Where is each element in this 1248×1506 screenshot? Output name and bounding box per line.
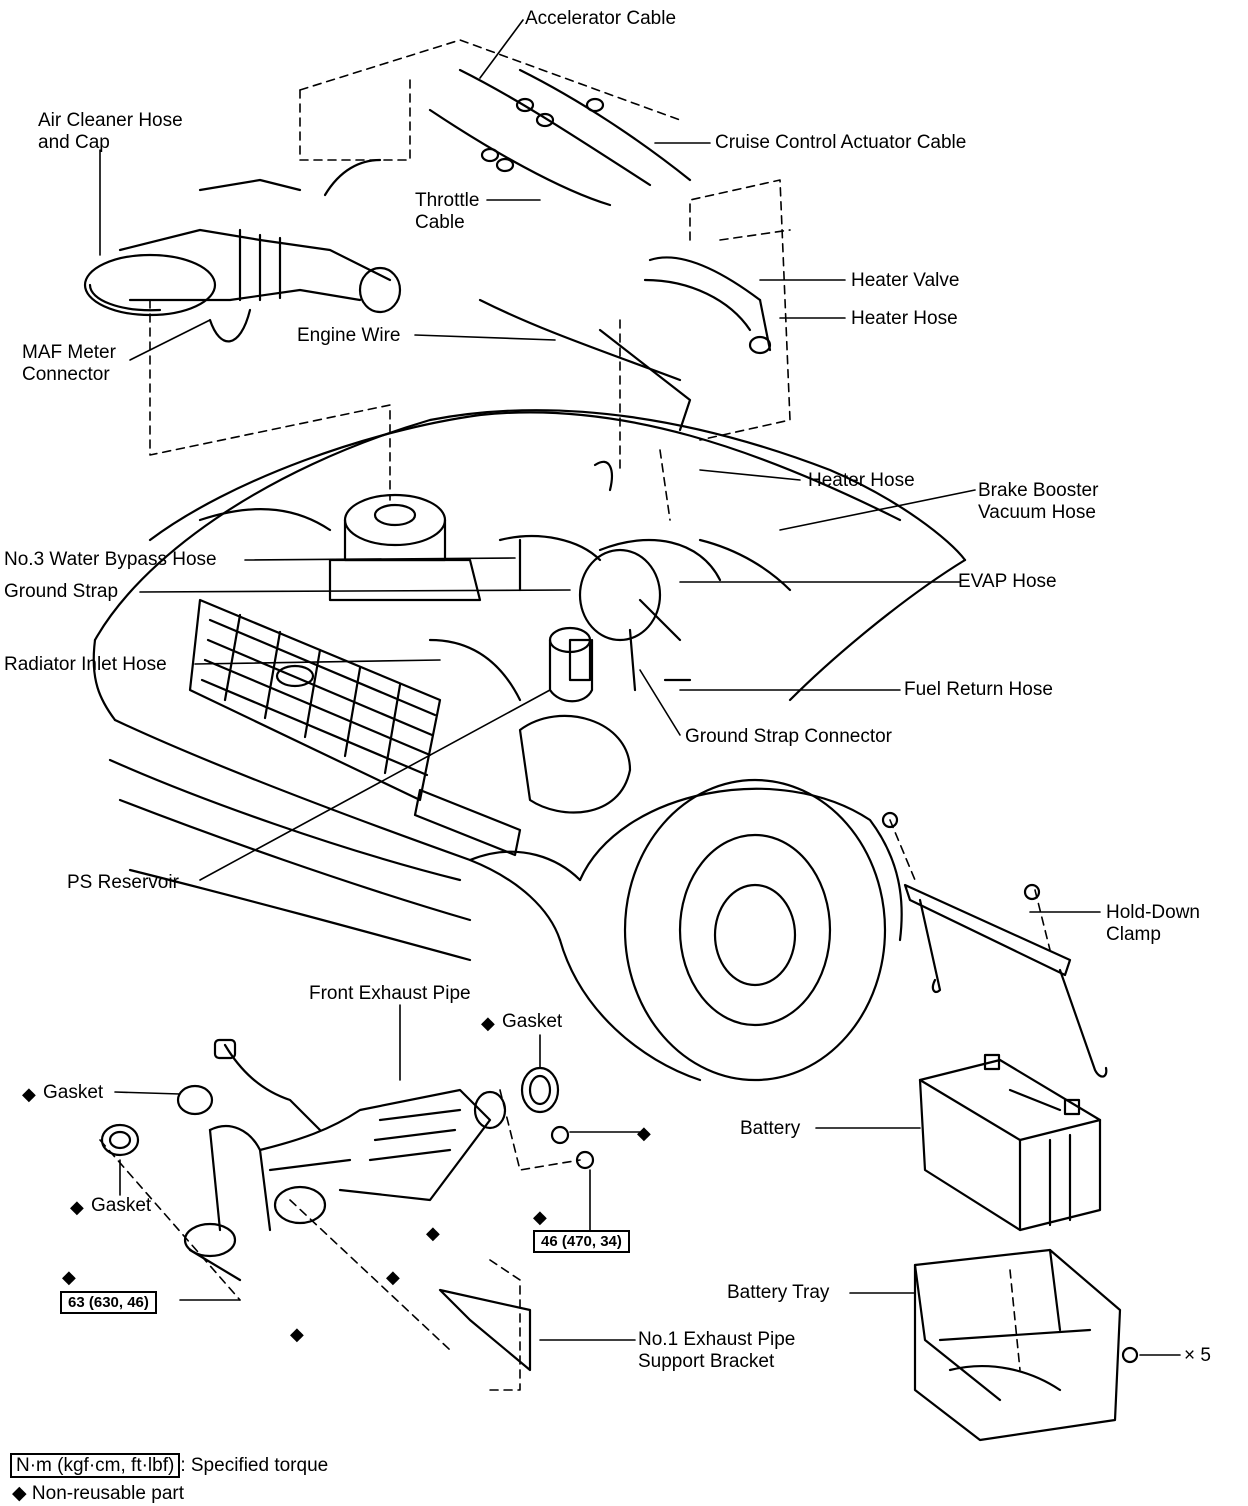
- label-hold-down: Hold-Down: [1106, 902, 1200, 923]
- label-heater-hose-top: Heater Hose: [851, 308, 958, 329]
- label-battery-tray: Battery Tray: [727, 1282, 830, 1303]
- label-gasket-lower: Gasket: [91, 1195, 152, 1216]
- label-heater-valve: Heater Valve: [851, 270, 960, 291]
- legend-torque-text: : Specified torque: [180, 1455, 329, 1476]
- cables: [428, 68, 692, 382]
- label-cruise-control-cable: Cruise Control Actuator Cable: [715, 132, 967, 153]
- label-radiator-inlet-hose: Radiator Inlet Hose: [4, 654, 167, 675]
- label-throttle: Throttle: [415, 190, 480, 211]
- label-gasket-left: Gasket: [43, 1082, 104, 1103]
- label-maf-connector: Connector: [22, 364, 110, 385]
- front-exhaust-pipe: [100, 1038, 595, 1372]
- dashed-leader-lines: [99, 39, 1051, 1391]
- label-ground-strap-connector: Ground Strap Connector: [685, 726, 893, 747]
- label-accelerator-cable: Accelerator Cable: [525, 8, 677, 29]
- label-air-cleaner-hose: Air Cleaner Hose: [38, 110, 183, 131]
- torque-spec-46: 46 (470, 34): [533, 1230, 630, 1253]
- legend-nonreusable: ◆ Non-reusable part: [12, 1482, 184, 1505]
- label-evap-hose: EVAP Hose: [958, 571, 1057, 592]
- label-support-bracket: Support Bracket: [638, 1351, 775, 1372]
- heater-valve-assembly: [598, 256, 772, 432]
- vehicle-body-outline: [92, 409, 967, 1082]
- nonreusable-marker: ◆: [637, 1123, 651, 1143]
- nonreusable-marker: ◆: [290, 1324, 304, 1344]
- air-cleaner-assembly: [83, 158, 402, 343]
- nonreusable-marker: ◆: [481, 1013, 495, 1033]
- label-water-bypass-hose: No.3 Water Bypass Hose: [4, 549, 217, 570]
- label-times-five: × 5: [1184, 1345, 1211, 1366]
- label-engine-wire: Engine Wire: [297, 325, 401, 346]
- nonreusable-marker: ◆: [426, 1223, 440, 1243]
- nonreusable-marker: ◆: [62, 1267, 76, 1287]
- label-throttle-cable: Cable: [415, 212, 465, 233]
- engine-compartment: [198, 460, 792, 703]
- label-battery: Battery: [740, 1118, 801, 1139]
- torque-spec-63: 63 (630, 46): [60, 1291, 157, 1314]
- nonreusable-marker: ◆: [12, 1483, 27, 1504]
- nonreusable-marker: ◆: [386, 1267, 400, 1287]
- legend-torque-unit: N·m (kgf·cm, ft·lbf): [10, 1453, 181, 1478]
- label-ground-strap: Ground Strap: [4, 581, 119, 602]
- label-fuel-return-hose: Fuel Return Hose: [904, 679, 1053, 700]
- battery-tray-drawing: [913, 1248, 1139, 1442]
- label-ps-reservoir: PS Reservoir: [67, 872, 179, 893]
- hold-down-clamp: [881, 811, 1108, 1078]
- legend-nonreusable-text: Non-reusable part: [31, 1483, 184, 1504]
- label-maf-meter: MAF Meter: [22, 342, 116, 363]
- label-heater-hose-mid: Heater Hose: [808, 470, 915, 491]
- label-vacuum-hose: Vacuum Hose: [978, 502, 1096, 523]
- label-leader-lines: [99, 19, 1181, 1356]
- label-gasket-right: Gasket: [502, 1011, 563, 1032]
- legend-torque: N·m (kgf·cm, ft·lbf): Specified torque: [10, 1453, 329, 1478]
- label-brake-booster: Brake Booster: [978, 480, 1099, 501]
- label-exhaust-bracket: No.1 Exhaust Pipe: [638, 1329, 796, 1350]
- nonreusable-marker: ◆: [533, 1207, 547, 1227]
- nonreusable-marker: ◆: [70, 1197, 84, 1217]
- label-air-cleaner-cap: and Cap: [38, 132, 110, 153]
- battery-drawing: [918, 1053, 1102, 1232]
- nonreusable-marker: ◆: [22, 1084, 36, 1104]
- label-clamp: Clamp: [1106, 924, 1161, 945]
- label-front-exhaust-pipe: Front Exhaust Pipe: [309, 983, 471, 1004]
